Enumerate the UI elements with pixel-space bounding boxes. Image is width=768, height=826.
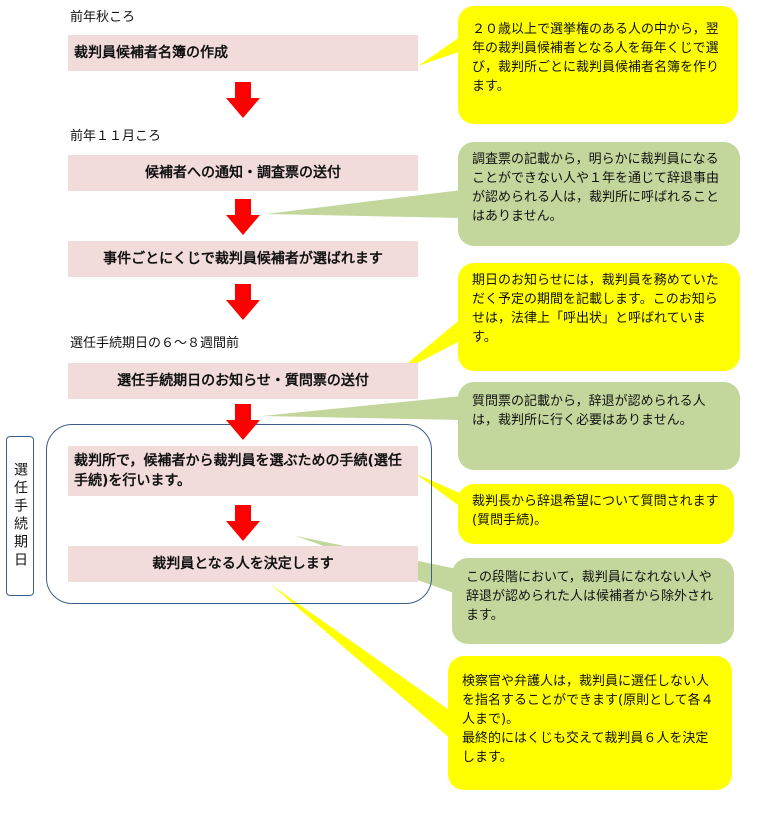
label-autumn: 前年秋ころ bbox=[70, 10, 136, 25]
note-7: 検察官や弁護人は，裁判員に選任しない人を指名することができます(原則として各４人… bbox=[448, 656, 732, 790]
step-6: 裁判員となる人を決定します bbox=[68, 546, 418, 582]
step-5-text: 裁判所で，候補者から裁判員を選ぶための手続(選任手続)を行います。 bbox=[74, 453, 402, 489]
step-2-text: 候補者への通知・調査票の送付 bbox=[145, 165, 341, 181]
step-4-text: 選任手続期日のお知らせ・質問票の送付 bbox=[117, 373, 369, 389]
note-7-text-2: 最終的にはくじも交えて裁判員６人を決定します。 bbox=[462, 731, 709, 765]
note-3: 期日のお知らせには，裁判員を務めていただく予定の期間を記載します。このお知らせは… bbox=[458, 263, 740, 371]
step-5: 裁判所で，候補者から裁判員を選ぶための手続(選任手続)を行います。 bbox=[68, 446, 418, 496]
note-1: ２０歳以上で選挙権のある人の中から，翌年の裁判員候補者となる人を毎年くじで選び，… bbox=[458, 6, 738, 124]
arrow-down-icon bbox=[226, 199, 260, 235]
note-3-text: 期日のお知らせには，裁判員を務めていただく予定の期間を記載します。このお知らせは… bbox=[472, 273, 719, 345]
step-1: 裁判員候補者名簿の作成 bbox=[68, 35, 418, 71]
note-6: この段階において，裁判員になれない人や辞退が認められた人は候補者から除外されます… bbox=[452, 558, 734, 644]
step-3-text: 事件ごとにくじで裁判員候補者が選ばれます bbox=[103, 251, 383, 267]
arrow-down-icon bbox=[226, 505, 260, 541]
note-2-text: 調査票の記載から，明らかに裁判員になることができない人や１年を通じて辞退事由が認… bbox=[472, 152, 720, 224]
note-4-text: 質問票の記載から，辞退が認められる人は，裁判所に行く必要はありません。 bbox=[472, 394, 706, 428]
tail-note-7 bbox=[270, 584, 452, 740]
note-2: 調査票の記載から，明らかに裁判員になることができない人や１年を通じて辞退事由が認… bbox=[458, 142, 740, 246]
note-5-text: 裁判長から辞退希望について質問されます(質問手続)。 bbox=[472, 494, 719, 528]
tail-note-5 bbox=[416, 474, 462, 508]
note-4: 質問票の記載から，辞退が認められる人は，裁判所に行く必要はありません。 bbox=[458, 382, 740, 470]
step-2: 候補者への通知・調査票の送付 bbox=[68, 155, 418, 191]
label-november: 前年１１月ころ bbox=[70, 129, 162, 144]
note-5: 裁判長から辞退希望について質問されます(質問手続)。 bbox=[458, 484, 734, 544]
tail-note-1 bbox=[418, 30, 470, 66]
note-7-text: 検察官や弁護人は，裁判員に選任しない人を指名することができます(原則として各４人… bbox=[462, 674, 714, 727]
step-3: 事件ごとにくじで裁判員候補者が選ばれます bbox=[68, 241, 418, 277]
arrow-down-icon bbox=[226, 82, 260, 118]
arrow-down-icon bbox=[226, 404, 260, 440]
tail-note-3 bbox=[392, 318, 462, 376]
arrow-down-icon bbox=[226, 284, 260, 320]
tail-note-4 bbox=[262, 396, 462, 420]
note-1-text: ２０歳以上で選挙権のある人の中から，翌年の裁判員候補者となる人を毎年くじで選び，… bbox=[472, 22, 720, 94]
tail-note-2 bbox=[266, 190, 462, 218]
note-6-text: この段階において，裁判員になれない人や辞退が認められた人は候補者から除外されます… bbox=[466, 570, 714, 623]
step-4: 選任手続期日のお知らせ・質問票の送付 bbox=[68, 363, 418, 399]
step-6-text: 裁判員となる人を決定します bbox=[152, 556, 334, 572]
side-label: 選任手続期日 bbox=[6, 436, 34, 596]
label-weeks-before: 選任手続期日の６～８週間前 bbox=[70, 336, 240, 351]
step-1-text: 裁判員候補者名簿の作成 bbox=[74, 45, 228, 61]
